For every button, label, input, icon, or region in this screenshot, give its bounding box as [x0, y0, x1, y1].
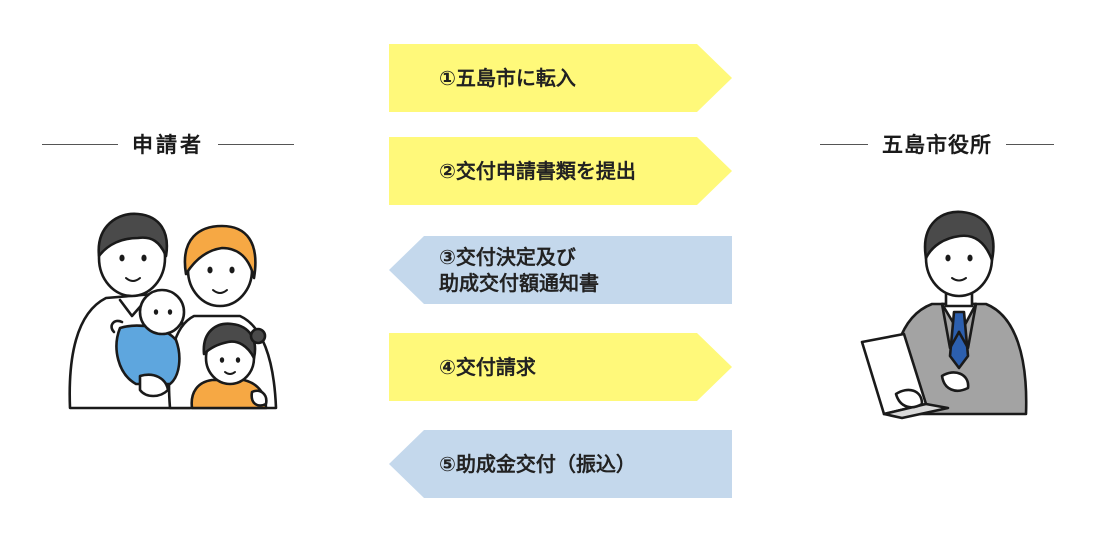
- heading-rule-left: [42, 143, 118, 145]
- step-4-label: ④交付請求: [439, 355, 536, 379]
- office-worker-illustration-icon: [860, 210, 1028, 420]
- step-2-arrow: ②交付申請書類を提出: [389, 137, 732, 205]
- step-1-label: ①五島市に転入: [439, 66, 576, 90]
- step-4-arrow: ④交付請求: [389, 333, 732, 401]
- applicant-heading: 申請者: [42, 128, 300, 160]
- step-5-label: ⑤助成金交付（振込）: [439, 452, 636, 476]
- step-2-label: ②交付申請書類を提出: [439, 159, 636, 183]
- arrow-right-shape: [389, 333, 732, 401]
- step-3-arrow: ③交付決定及び 助成交付額通知書: [389, 236, 732, 304]
- family-illustration-icon: [68, 212, 278, 410]
- step-5-arrow: ⑤助成金交付（振込）: [389, 430, 732, 498]
- arrow-left-shape: [389, 430, 732, 498]
- office-label: 五島市役所: [882, 133, 992, 157]
- arrow-right-shape: [389, 137, 732, 205]
- applicant-label: 申請者: [132, 133, 204, 157]
- step-1-arrow: ①五島市に転入: [389, 44, 732, 112]
- heading-rule-left: [820, 143, 868, 145]
- arrow-right-shape: [389, 44, 732, 112]
- office-heading: 五島市役所: [820, 128, 1078, 160]
- arrow-left-shape: [389, 236, 732, 304]
- step-3-label: ③交付決定及び 助成交付額通知書: [439, 245, 599, 295]
- heading-rule-right: [1006, 143, 1054, 145]
- heading-rule-right: [218, 143, 294, 145]
